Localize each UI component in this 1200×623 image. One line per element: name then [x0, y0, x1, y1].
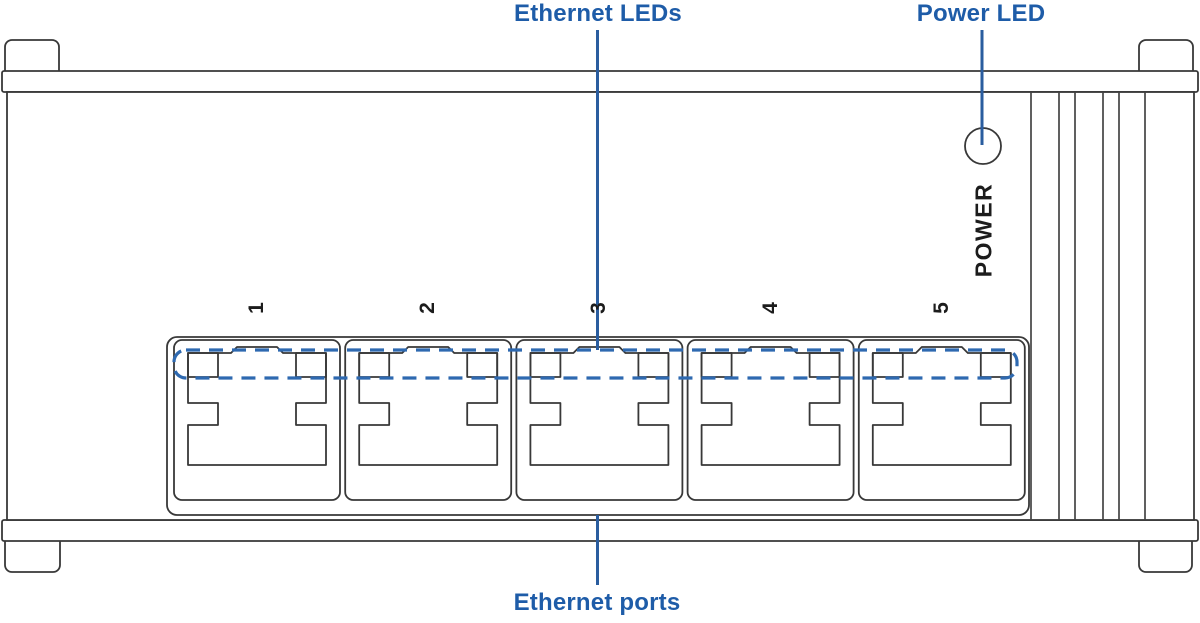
port-number-5: 5 — [930, 302, 953, 314]
port-number-2: 2 — [416, 302, 439, 314]
top-rail — [1, 70, 1199, 93]
heatsink-fins — [1030, 92, 1146, 520]
ethernet-port-2 — [344, 339, 513, 501]
port-number-4: 4 — [759, 302, 782, 314]
ethernet-port-1 — [173, 339, 341, 501]
port-number-1: 1 — [245, 302, 268, 314]
power-led-label: Power LED — [916, 0, 1046, 27]
ethernet-port-4 — [686, 339, 855, 501]
port-number-3: 3 — [587, 302, 610, 314]
power-silkscreen-label: POWER — [970, 182, 997, 278]
ethernet-ports-label: Ethernet ports — [513, 589, 681, 616]
led-highlight-dashed-box — [172, 348, 1019, 380]
ethernet-leds-label: Ethernet LEDs — [514, 0, 682, 27]
bottom-rail — [1, 519, 1199, 542]
leader-lines — [596, 30, 984, 585]
ethernet-port-5 — [857, 339, 1026, 501]
ethernet-port-3 — [515, 339, 684, 501]
